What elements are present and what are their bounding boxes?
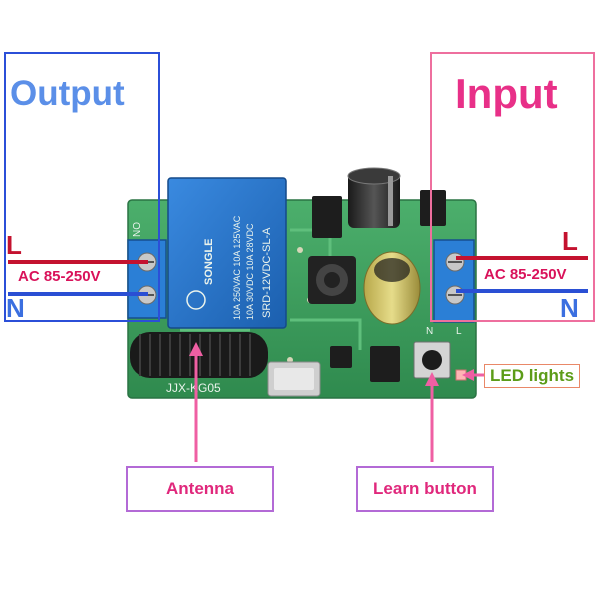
output-box <box>4 52 160 322</box>
output-voltage-label: AC 85-250V <box>16 268 103 285</box>
relay-brand: SONGLE <box>203 239 215 285</box>
output-title: Output <box>10 74 125 113</box>
inductor <box>308 256 356 304</box>
led-lights-callout: LED lights <box>484 364 580 388</box>
yellow-capacitor <box>363 251 421 325</box>
pin-l-label: L <box>456 326 462 337</box>
board-model: JJX-KG05 <box>166 381 221 395</box>
output-neutral-label: N <box>6 293 25 323</box>
relay: SONGLE 10A 250VAC 10A 125VAC 10A 30VDC 1… <box>167 177 287 329</box>
pin-n-label: N <box>426 326 433 337</box>
learn-button-arrow <box>425 372 439 462</box>
crystal <box>267 361 321 397</box>
input-voltage-label: AC 85-250V <box>482 266 569 283</box>
ic-chips <box>312 190 446 382</box>
antenna-callout: Antenna <box>126 466 274 512</box>
input-title: Input <box>455 70 558 117</box>
relay-rating-1: 10A 250VAC 10A 125VAC <box>232 215 242 320</box>
antenna-arrow <box>189 342 203 462</box>
black-capacitor <box>347 167 401 228</box>
input-live-label: L <box>562 226 578 256</box>
relay-rating-2: 10A 30VDC 10A 28VDC <box>245 223 255 320</box>
relay-model: SRD-12VDC-SL-A <box>261 227 273 318</box>
led-arrow <box>462 369 484 381</box>
pin-nc-label: NO <box>132 222 143 237</box>
input-box <box>430 52 595 322</box>
input-neutral-label: N <box>560 293 579 323</box>
learn-button-callout: Learn button <box>356 466 494 512</box>
input-terminal-block: N L <box>426 239 475 337</box>
output-live-label: L <box>6 230 22 260</box>
learn-button-component <box>413 341 451 379</box>
